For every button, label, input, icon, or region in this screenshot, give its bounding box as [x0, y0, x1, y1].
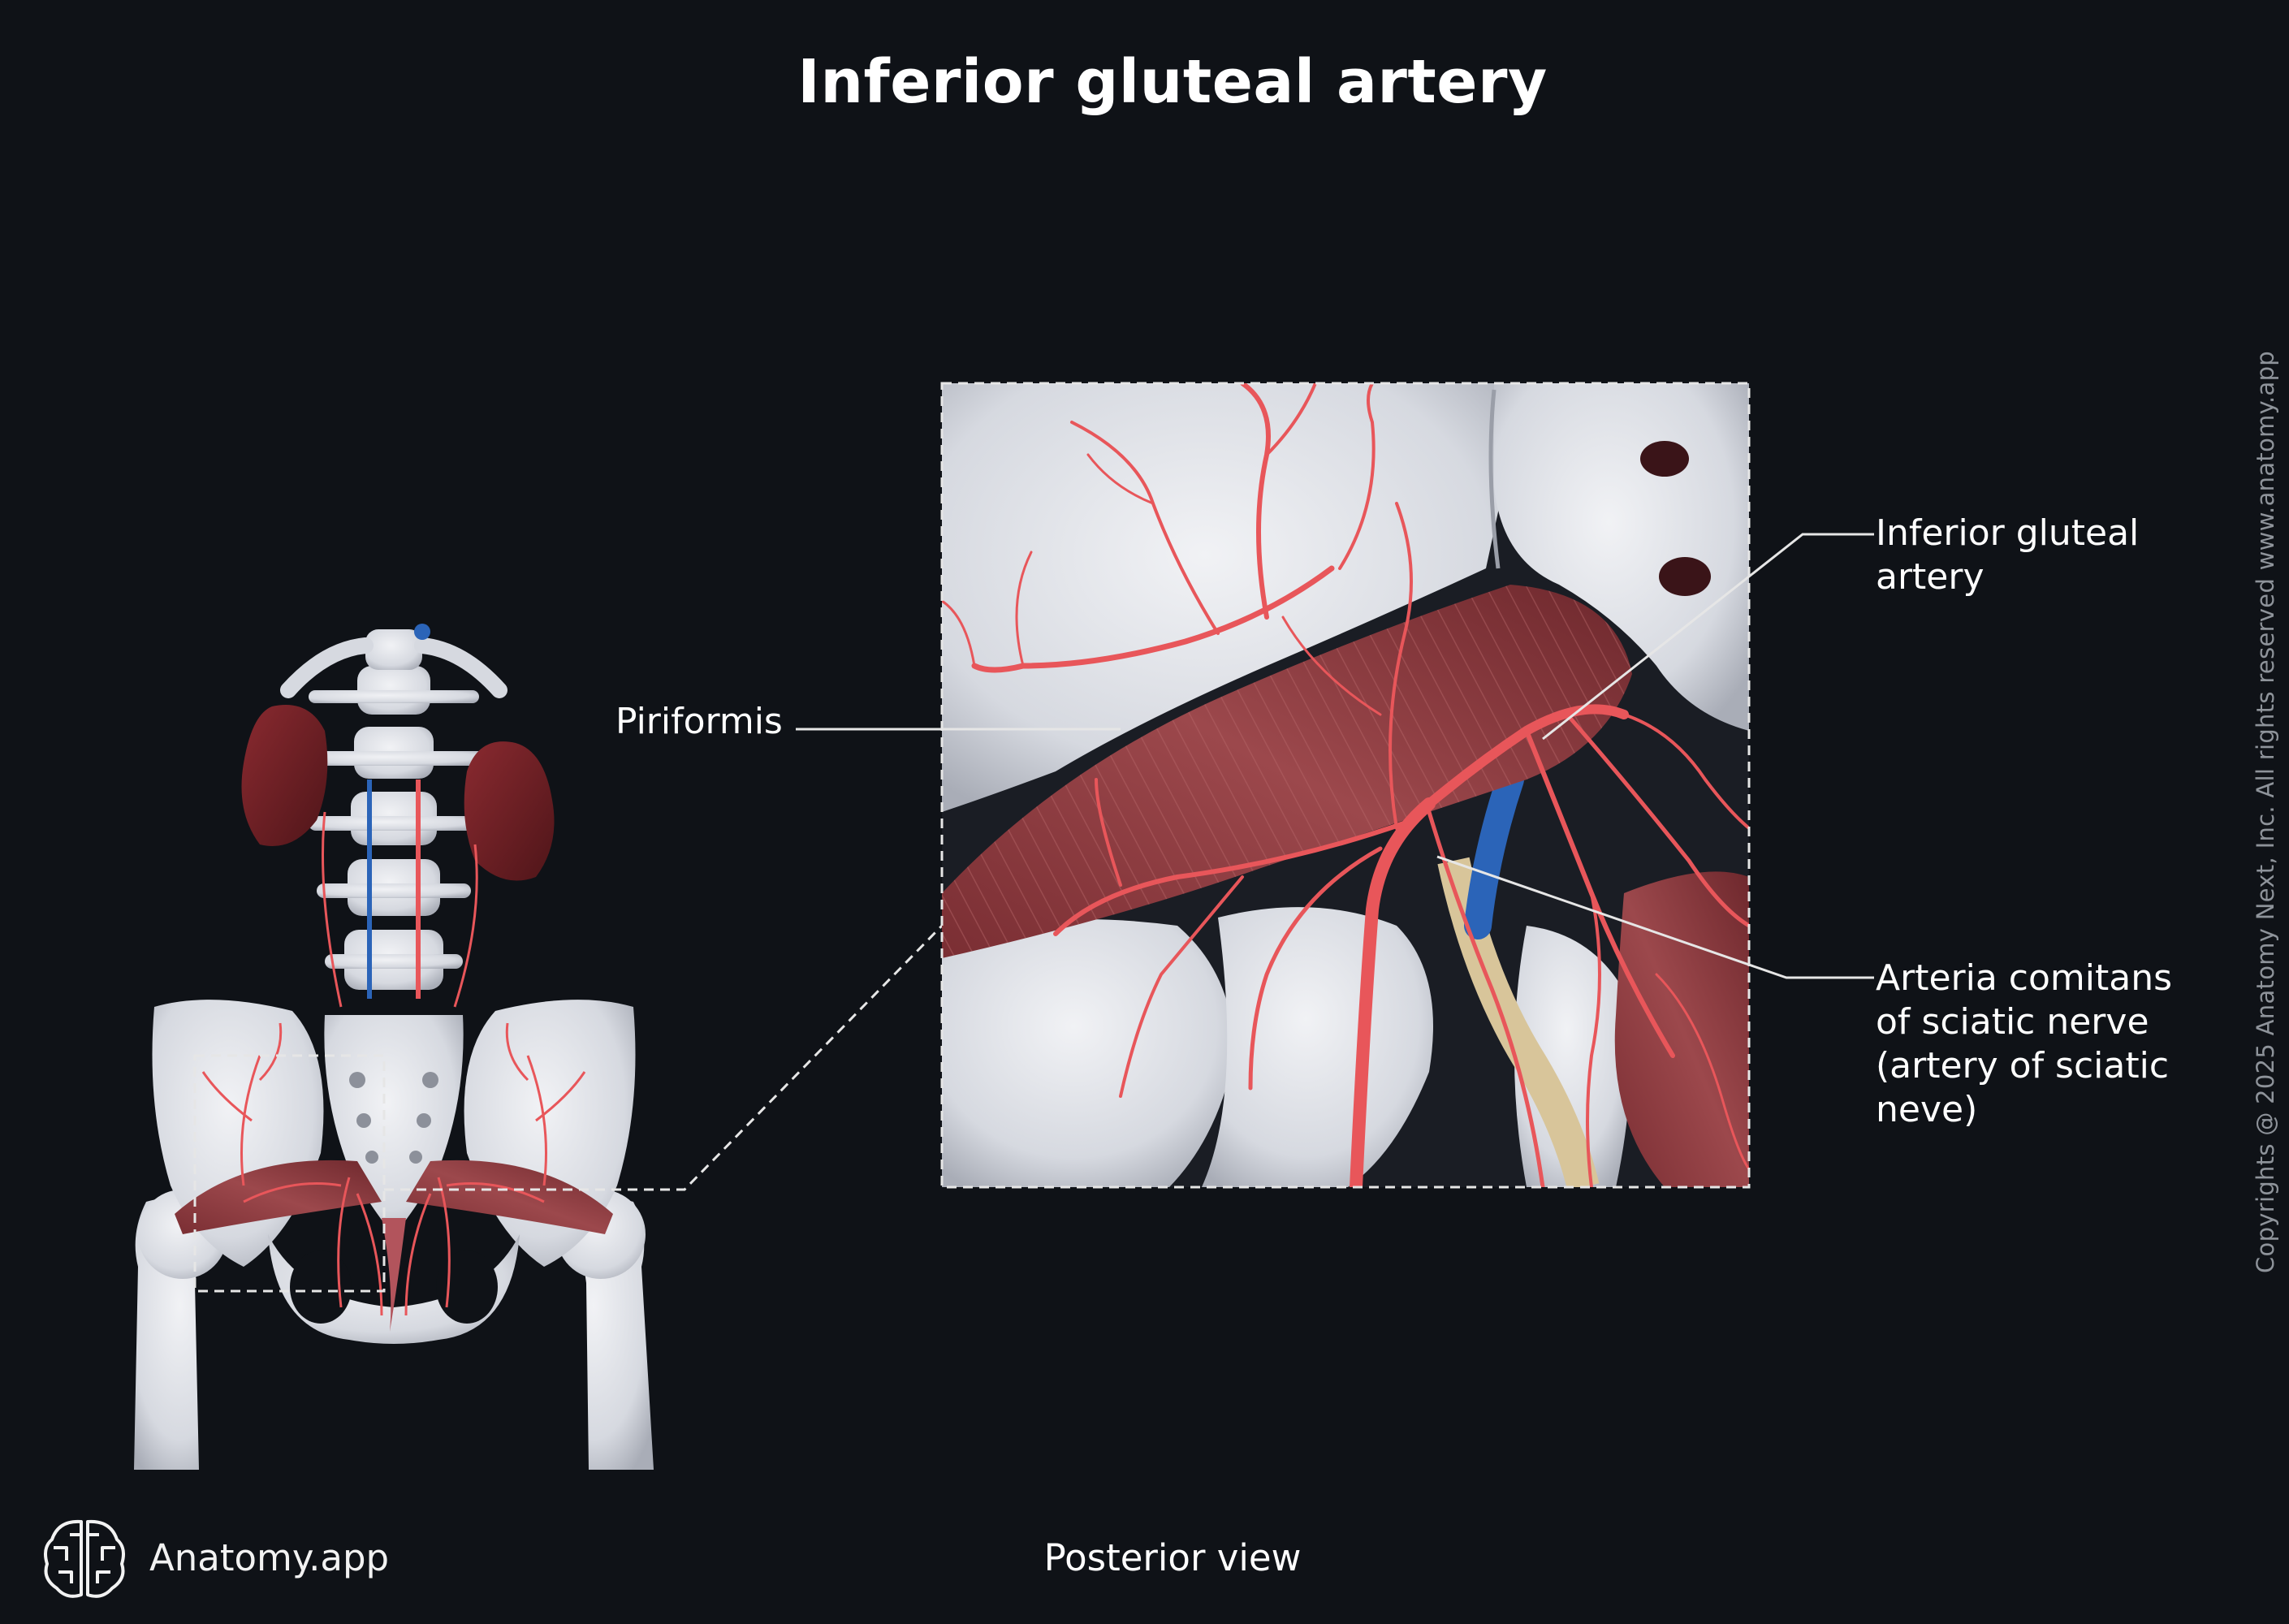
inferior-gluteal-artery-leader [1542, 533, 1874, 741]
brain-icon [44, 1519, 125, 1598]
zoomed-detail [942, 383, 1749, 1187]
zoom-region-indicator [193, 1054, 386, 1293]
pelvic-arteries [201, 1022, 586, 1316]
inferior-gluteal-artery-trunk [1350, 797, 1436, 1187]
zoom-frame [940, 382, 1751, 1189]
label-piriformis: Piriformis [615, 701, 783, 742]
view-label: Posterior view [1043, 1536, 1302, 1579]
left-piriformis [175, 1160, 382, 1234]
arteria-comitans-leader [1436, 855, 1874, 979]
ischium-bone [942, 919, 1234, 1187]
right-kidney [464, 741, 555, 881]
copyright-notice: Copyrights @ 2025 Anatomy Next, Inc. All… [2252, 350, 2279, 1274]
label-arteria-comitans: Arteria comitans of sciatic nerve (arter… [1876, 957, 2172, 1132]
label-arteria-comitans-line-4: neve) [1876, 1089, 1978, 1130]
label-inferior-gluteal-artery: Inferior gluteal artery [1876, 512, 2139, 599]
ilium-bone [942, 383, 1527, 812]
zoom-connector-line [384, 924, 944, 1191]
page-title: Inferior gluteal artery [797, 47, 1548, 117]
label-inferior-gluteal-artery-line-2: artery [1876, 556, 1985, 598]
label-arteria-comitans-line-2: of sciatic nerve [1876, 1001, 2149, 1043]
leader-lines [796, 533, 1874, 979]
brand: Anatomy.app [42, 1515, 389, 1600]
arteries [942, 383, 1749, 1187]
right-piriformis [406, 1160, 613, 1234]
label-arteria-comitans-line-3: (artery of sciatic [1876, 1045, 2170, 1086]
label-arteria-comitans-line-1: Arteria comitans [1876, 957, 2172, 999]
brand-name: Anatomy.app [149, 1535, 390, 1579]
gluteal-vein [1464, 766, 1524, 939]
skeleton-overview [134, 624, 654, 1470]
arteria-comitans-of-sciatic-nerve [1427, 810, 1545, 1187]
left-kidney [241, 705, 328, 846]
label-inferior-gluteal-artery-line-1: Inferior gluteal [1876, 512, 2140, 554]
sacrum-bone [1494, 383, 1749, 731]
lumbar-vertebrae [300, 666, 487, 990]
